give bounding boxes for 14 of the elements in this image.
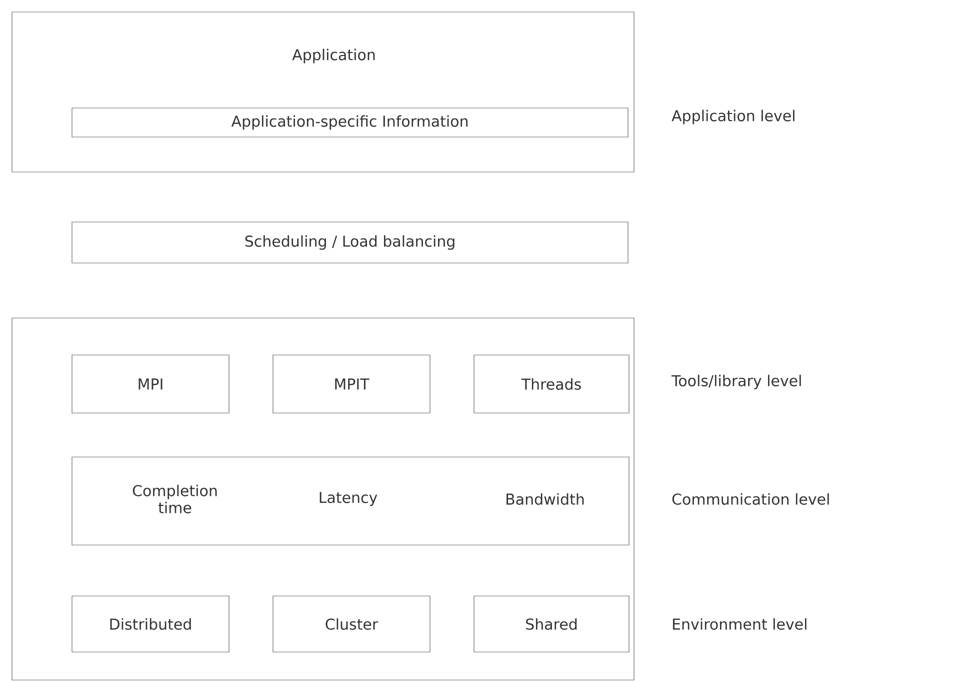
level-box: Completion time Latency Bandwidth	[72, 456, 630, 546]
component-box: Cluster	[272, 596, 430, 652]
component-box: Scheduling / Load balancing	[72, 222, 628, 264]
component-box: MPIT	[272, 354, 430, 414]
component-box: Shared	[474, 596, 630, 652]
component-box: MPI	[72, 354, 230, 414]
component-box: Application-specific Information	[72, 108, 628, 138]
level-label: Tools/library level	[672, 374, 801, 390]
level-label: Communication level	[672, 493, 829, 505]
component-box: Distributed	[72, 596, 230, 652]
frame-box	[12, 318, 634, 680]
component-box: Threads	[474, 354, 630, 414]
level-label: Application level	[672, 110, 794, 124]
level-label: Environment level	[673, 618, 806, 630]
